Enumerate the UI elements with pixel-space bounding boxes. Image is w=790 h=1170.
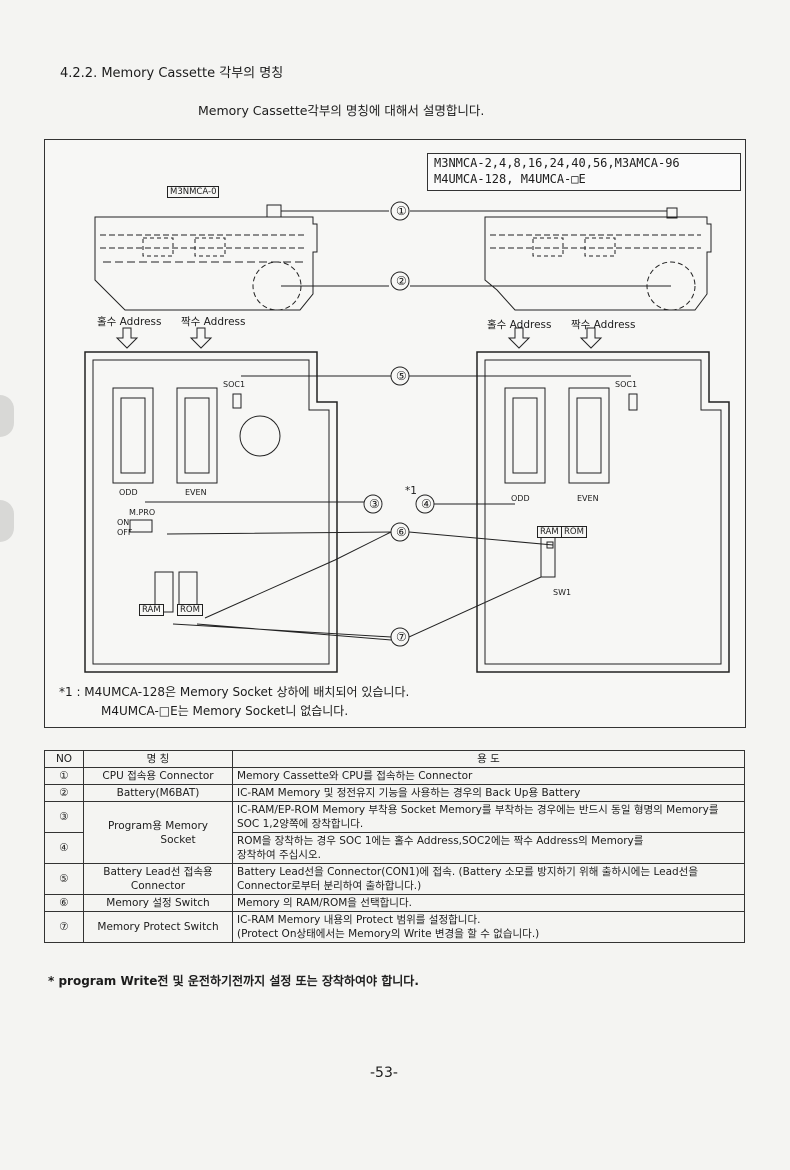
mpro-label: M.PRO — [129, 508, 156, 517]
right-cassette-top-view — [484, 207, 712, 311]
row-use-line: ROM을 장착하는 경우 SOC 1에는 홀수 Address,SOC2에는 짝… — [237, 835, 644, 847]
row-use-line: Battery Lead선을 Connector(CON1)에 접속. (Bat… — [237, 866, 698, 878]
merged-name-line2: Socket — [160, 833, 196, 846]
figure-note-2: M4UMCA-□E는 Memory Socket니 없습니다. — [101, 704, 349, 718]
header-use: 용 도 — [232, 750, 745, 768]
table-row: ③ Program용 Memory Socket IC-RAM/EP-ROM M… — [44, 801, 745, 864]
row-no: ⑤ — [44, 863, 84, 895]
right-even: EVEN — [577, 494, 599, 503]
row-use-line: (Protect On상태에서는 Memory의 Write 변경을 할 수 없… — [237, 928, 540, 940]
left-even-address: 짝수 Address — [181, 316, 246, 328]
left-rom-tag: ROM — [177, 604, 203, 616]
header-name: 명 칭 — [83, 750, 233, 768]
bottom-note: * program Write전 및 운전하기전까지 설정 또는 장착하여야 합… — [48, 974, 419, 988]
right-board — [476, 351, 730, 673]
section-title: 4.2.2. Memory Cassette 각부의 명칭 — [60, 66, 284, 81]
header-no: NO — [44, 750, 84, 768]
left-soc1: SOC1 — [223, 380, 246, 389]
right-odd-address: 홀수 Address — [487, 319, 552, 331]
row-use: ROM을 장착하는 경우 SOC 1에는 홀수 Address,SOC2에는 짝… — [232, 832, 745, 864]
row-use-line: IC-RAM/EP-ROM Memory 부착용 Socket Memory를 … — [237, 804, 719, 816]
left-even: EVEN — [185, 488, 207, 497]
row-name-line: Battery Lead선 접속용 — [103, 866, 213, 878]
right-odd: ODD — [511, 494, 530, 503]
row-name: Battery Lead선 접속용 Connector — [83, 863, 233, 895]
left-odd: ODD — [119, 488, 138, 497]
row-name: Memory Protect Switch — [83, 911, 233, 943]
table-row: ⑤ Battery Lead선 접속용 Connector Battery Le… — [44, 863, 745, 895]
table-row: ⑦ Memory Protect Switch IC-RAM Memory 내용… — [44, 911, 745, 943]
callout-2: ② — [396, 274, 407, 288]
page-number: -53- — [370, 1065, 398, 1081]
section-subtitle: Memory Cassette각부의 명칭에 대해서 설명합니다. — [198, 103, 485, 118]
callout-6: ⑥ — [396, 525, 407, 539]
merged-name-line1: Program용 Memory — [107, 819, 208, 832]
row-name: CPU 접속용 Connector — [83, 767, 233, 785]
row-name-line: Connector — [130, 880, 186, 892]
left-cassette-top-view — [94, 204, 318, 311]
right-soc1: SOC1 — [615, 380, 638, 389]
callout-3: ③ — [369, 497, 380, 511]
left-model-tag: M3NMCA-0 — [167, 186, 220, 198]
row-name-merged: Program용 Memory Socket — [83, 801, 233, 864]
row-use: Memory Cassette와 CPU를 접속하는 Connector — [232, 767, 745, 785]
row-name: Memory 설정 Switch — [83, 894, 233, 912]
cassette-figure: M3NMCA-2,4,8,16,24,40,56,M3AMCA-96 M4UMC… — [44, 139, 746, 728]
row-name: Battery(M6BAT) — [83, 784, 233, 802]
right-rom-tag: ROM — [561, 526, 587, 538]
cassette-diagram — [84, 201, 730, 673]
row-use-line: IC-RAM Memory 내용의 Protect 범위를 설정합니다. — [237, 914, 481, 926]
row-no: ⑦ — [44, 911, 84, 943]
table-row: ① CPU 접속용 Connector Memory Cassette와 CPU… — [44, 767, 745, 785]
row-no: ⑥ — [44, 894, 84, 912]
row-no: ② — [44, 784, 84, 802]
on-label: ON — [117, 518, 130, 527]
callout-1: ① — [396, 204, 407, 218]
row-use: IC-RAM Memory 및 정전유지 기능을 사용하는 경우의 Back U… — [232, 784, 745, 802]
model-list-line1: M3NMCA-2,4,8,16,24,40,56,M3AMCA-96 — [434, 156, 680, 170]
row-use: IC-RAM/EP-ROM Memory 부착용 Socket Memory를 … — [232, 801, 745, 833]
row-use-line: SOC 1,2양쪽에 장착합니다. — [237, 818, 364, 830]
row-use-line: Connector로부터 분리하여 출하합니다.) — [237, 880, 422, 892]
row-use: Battery Lead선을 Connector(CON1)에 접속. (Bat… — [232, 863, 745, 895]
callout-5: ⑤ — [396, 369, 407, 383]
table-header-row: NO 명 칭 용 도 — [44, 750, 745, 768]
model-list-line2: M4UMCA-128, M4UMCA-□E — [434, 172, 586, 186]
table-row: ② Battery(M6BAT) IC-RAM Memory 및 정전유지 기능… — [44, 784, 745, 802]
row-use: IC-RAM Memory 내용의 Protect 범위를 설정합니다. (Pr… — [232, 911, 745, 943]
sw1-label: SW1 — [553, 588, 572, 597]
left-odd-address: 홀수 Address — [97, 316, 162, 328]
row-use-line: 장착하여 주십시오. — [237, 849, 321, 861]
left-board — [84, 351, 338, 673]
row-no: ④ — [44, 832, 84, 864]
off-label: OFF — [117, 528, 133, 537]
row-use: Memory 의 RAM/ROM을 선택합니다. — [232, 894, 745, 912]
table-row: ⑥ Memory 설정 Switch Memory 의 RAM/ROM을 선택합… — [44, 894, 745, 912]
table-row: ④ ROM을 장착하는 경우 SOC 1에는 홀수 Address,SOC2에는… — [44, 832, 745, 864]
parts-table: NO 명 칭 용 도 ① CPU 접속용 Connector Memory Ca… — [44, 750, 745, 943]
callout-4: ④ — [421, 497, 432, 511]
row-no: ① — [44, 767, 84, 785]
right-ram-tag: RAM — [537, 526, 562, 538]
figure-note-1: *1 : M4UMCA-128은 Memory Socket 상하에 배치되어 … — [59, 685, 410, 699]
row-no: ③ — [44, 801, 84, 833]
left-ram-tag: RAM — [139, 604, 164, 616]
model-list-box: M3NMCA-2,4,8,16,24,40,56,M3AMCA-96 M4UMC… — [427, 153, 741, 191]
right-even-address: 짝수 Address — [571, 319, 636, 331]
star-mark: *1 — [405, 485, 417, 497]
callout-7: ⑦ — [396, 630, 407, 644]
